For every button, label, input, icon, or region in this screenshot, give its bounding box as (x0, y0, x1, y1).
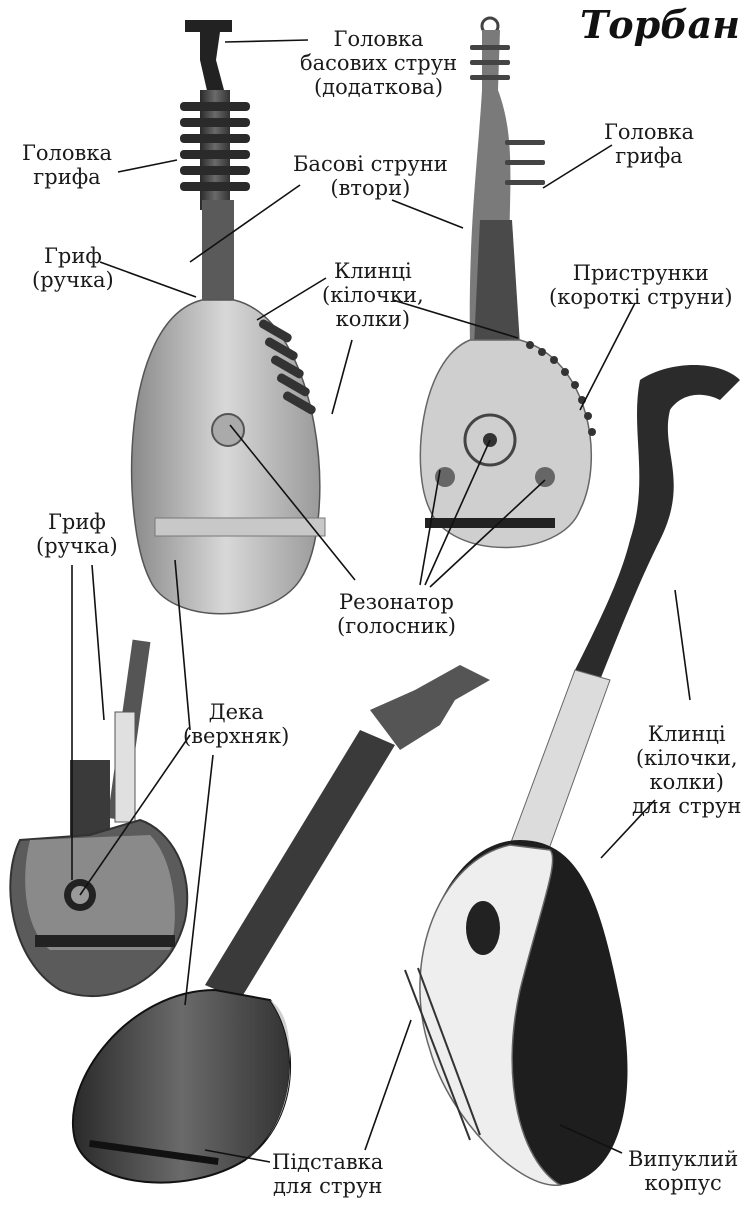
label-convex-body: Випуклий корпус (628, 1147, 738, 1195)
label-head-right: Головка грифа (604, 120, 694, 168)
torban-instrument-1 (132, 20, 325, 614)
label-head-left: Головка грифа (22, 141, 112, 189)
label-soundboard: Дека (верхняк) (183, 700, 289, 748)
torban-instrument-3 (10, 640, 187, 997)
label-pegs-top: Клинці (кілочки, колки) (322, 259, 424, 331)
label-short-strings: Приструнки (короткі струни) (549, 261, 733, 309)
diagram-title: Торбан (580, 2, 740, 47)
label-neck-left: Гриф (ручка) (36, 510, 118, 558)
label-soundhole: Резонатор (голосник) (337, 590, 456, 638)
label-pegs-right: Клинці (кілочки, колки) для струн (632, 722, 741, 818)
label-bass-strings: Басові струни (втори) (293, 152, 448, 200)
label-bass-strings-head: Головка басових струн (додаткова) (300, 27, 457, 99)
label-neck-top: Гриф (ручка) (32, 244, 114, 292)
label-bridge: Підставка для струн (272, 1150, 383, 1198)
